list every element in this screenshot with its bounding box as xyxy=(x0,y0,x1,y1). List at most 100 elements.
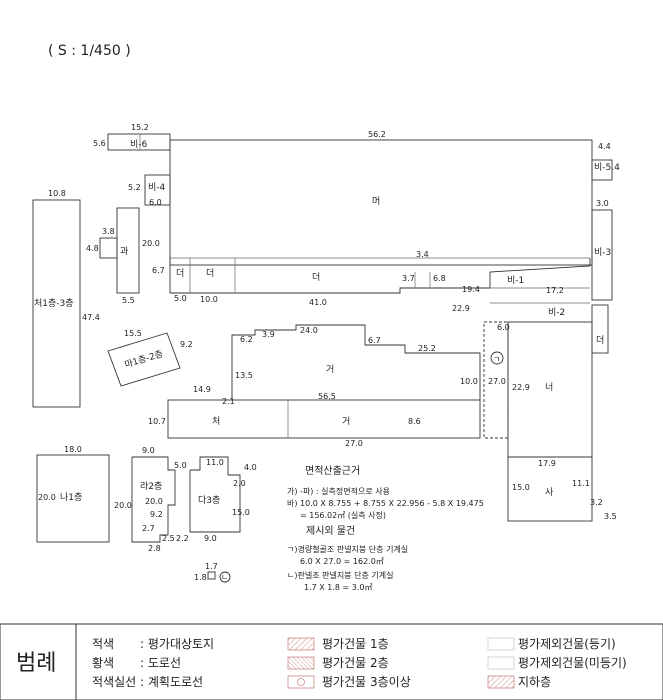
dim-18-0: 18.0 xyxy=(64,445,82,454)
label-nieun: ㄴ xyxy=(221,573,228,582)
parcel-de-row: 더 더 더 5.0 10.0 41.0 3.4 3.7 6.8 19.4 22.… xyxy=(169,250,591,318)
legend-c1-k1: 황색 xyxy=(92,656,114,670)
label-na: 나1층 xyxy=(60,492,82,503)
dim-9-2b: 9.2 xyxy=(150,510,163,519)
dim-2-7: 2.7 xyxy=(142,524,155,533)
dim-22-9a: 22.9 xyxy=(452,304,470,313)
parcel-left-tall: 10.8 처1층-3층 47.4 xyxy=(32,189,100,408)
dim-47-4: 47.4 xyxy=(82,313,100,322)
dim-17-2: 17.2 xyxy=(546,286,564,295)
dim-3-5: 3.5 xyxy=(604,512,617,521)
excl-1b: 6.0 X 27.0 = 162.0㎡ xyxy=(300,557,384,566)
parcel-da: 다3층 11.0 4.0 2.0 15.0 9.0 xyxy=(189,456,257,543)
label-cheo13: 처1층-3층 xyxy=(34,297,74,309)
legend-c1-v2: : 계획도로선 xyxy=(140,675,203,689)
notes-line2: 바) 10.0 X 8.755 + 8.755 X 22.956 - 5.8 X… xyxy=(287,498,484,508)
dim-27-0a: 27.0 xyxy=(345,439,363,448)
label-bi4: 비-4 xyxy=(148,182,166,193)
dim-5-5: 5.5 xyxy=(122,296,135,305)
parcel-right-de: 더 xyxy=(591,304,609,354)
dim-5-0b: 5.0 xyxy=(174,461,187,470)
dim-2-1: 2.1 xyxy=(222,397,235,406)
dim-20-0a: 20.0 xyxy=(142,239,160,248)
dim-2-8: 2.8 xyxy=(148,544,161,553)
parcel-circle-a: ㄱ 6.0 27.0 xyxy=(483,321,510,439)
dim-14-9: 14.9 xyxy=(193,385,211,394)
label-sa: 사 xyxy=(545,487,554,498)
excl-2b: 1.7 X 1.8 = 3.0㎡ xyxy=(304,583,373,592)
legend-title: 범례 xyxy=(16,651,56,676)
label-bi3: 비-3 xyxy=(594,247,611,258)
parcel-gwa: 과 3.8 4.8 20.0 6.7 5.5 xyxy=(86,207,165,305)
dim-41-0: 41.0 xyxy=(309,298,327,307)
dim-10-7: 10.7 xyxy=(148,417,166,426)
dim-4-4: 4.4 xyxy=(598,142,611,151)
label-bi6: 비-6 xyxy=(130,139,148,150)
parcel-sa: 사 17.9 15.0 11.1 3.2 3.5 xyxy=(507,456,617,522)
parcel-na: 나1층 18.0 20.0 20.0 xyxy=(36,445,132,543)
label-de2: 더 xyxy=(206,268,214,279)
dim-9-0b: 9.0 xyxy=(204,534,217,543)
dim-6-7a: 6.7 xyxy=(152,266,165,275)
dim-5-0: 5.0 xyxy=(174,294,187,303)
swatch-3f xyxy=(287,675,315,689)
dim-10-0b: 10.0 xyxy=(460,377,478,386)
label-giyeok: ㄱ xyxy=(493,355,500,364)
swatch-ex-reg xyxy=(487,637,515,651)
dim-24-0: 24.0 xyxy=(300,326,318,335)
dim-6-2b: 6.2 xyxy=(240,335,253,344)
label-geo2: 거 xyxy=(342,416,350,427)
dim-20-0c: 20.0 xyxy=(114,501,132,510)
dim-3-8: 3.8 xyxy=(102,227,115,236)
legend-c3-2: 지하층 xyxy=(518,675,551,689)
dim-3-7: 3.7 xyxy=(402,274,415,283)
label-neo: 너 xyxy=(545,382,553,393)
dim-10-8: 10.8 xyxy=(48,189,66,198)
swatch-1f xyxy=(287,637,315,651)
parcel-right-column: 3.0 비-3 xyxy=(591,159,613,301)
dim-4-0: 4.0 xyxy=(244,463,257,472)
dim-20-0d: 20.0 xyxy=(145,497,163,506)
legend-c1-k0: 적색 xyxy=(92,637,114,651)
excl-title: 제시외 물건 xyxy=(306,525,355,537)
legend-c3-1: 평가제외건물(미등기) xyxy=(518,656,627,670)
swatch-basement xyxy=(487,675,515,689)
legend-c1-k2: 적색실선 xyxy=(92,675,136,689)
dim-8-6: 8.6 xyxy=(408,417,421,426)
dim-9-2a: 9.2 xyxy=(180,340,193,349)
dim-15-0a: 15.0 xyxy=(512,483,530,492)
legend-c3-0: 평가제외건물(등기) xyxy=(518,637,616,651)
label-de3: 더 xyxy=(312,272,320,283)
legend: 범례 적색 : 평가대상토지 황색 : 도로선 적색실선 : 계획도로선 평가건… xyxy=(0,623,663,700)
label-da: 다3층 xyxy=(198,495,220,506)
dim-5-2: 5.2 xyxy=(128,183,141,192)
dim-27-0b: 27.0 xyxy=(488,377,506,386)
dim-2-0: 2.0 xyxy=(233,479,246,488)
parcel-small-l: ㄴ 1.7 1.8 xyxy=(194,562,231,583)
dim-2-5: 2.5 xyxy=(162,534,175,543)
parcel-top-strip: 머 56.2 5.6 15.2 비-6 4.4 비-5.4 비-4 5.2 6.… xyxy=(93,123,620,266)
dim-6-8: 6.8 xyxy=(433,274,446,283)
parcel-neo: 너 22.9 xyxy=(507,321,593,458)
dim-5-6: 5.6 xyxy=(93,139,106,148)
dim-1-8: 1.8 xyxy=(194,573,207,582)
excl-1: ㄱ)경량철골조 판넬지붕 단층 기계실 xyxy=(287,544,408,554)
dim-4-8: 4.8 xyxy=(86,244,99,253)
dim-15-5: 15.5 xyxy=(124,329,142,338)
notes: 면적산출근거 가) -파) : 실측정면적으로 사용 바) 10.0 X 8.7… xyxy=(287,465,484,592)
legend-c1-v1: : 도로선 xyxy=(140,656,181,670)
dim-6-0: 6.0 xyxy=(149,198,162,207)
dim-15-0b: 15.0 xyxy=(232,508,250,517)
scale-label: ( S : 1/450 ) xyxy=(48,43,131,59)
excl-2: ㄴ)판넬조 판넬지붕 단층 기계실 xyxy=(287,570,393,580)
label-geo1: 거 xyxy=(326,364,334,375)
dim-10-0a: 10.0 xyxy=(200,295,218,304)
dim-56-5: 56.5 xyxy=(318,392,336,401)
notes-line3: = 156.02㎡ (실측 사정) xyxy=(300,510,386,520)
notes-title: 면적산출근거 xyxy=(305,465,360,477)
label-meo: 머 xyxy=(372,196,380,207)
legend-c1-v0: : 평가대상토지 xyxy=(140,637,214,651)
parcel-ma: 마1층-2층 15.5 9.2 xyxy=(107,329,193,387)
label-ra: 라2층 xyxy=(140,481,162,492)
dim-6-7b: 6.7 xyxy=(368,336,381,345)
